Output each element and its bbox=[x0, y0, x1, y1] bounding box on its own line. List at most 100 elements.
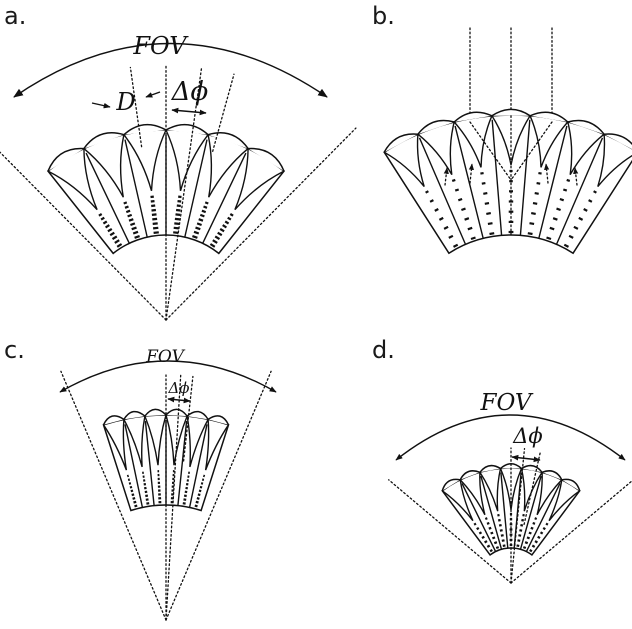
lens-facet bbox=[521, 464, 543, 473]
lens-facet bbox=[144, 408, 167, 417]
lens-facet bbox=[541, 470, 563, 481]
panel-d-annotations: FOV Δϕ bbox=[395, 390, 626, 463]
rhabdom-segment bbox=[198, 218, 204, 222]
rhabdom-segment bbox=[229, 213, 234, 217]
rhabdom-segment bbox=[151, 208, 157, 212]
rhabdom-segment bbox=[524, 541, 529, 545]
d-arrow-left bbox=[91, 102, 111, 109]
rhabdom-segment bbox=[464, 217, 470, 221]
fov-label-d: FOV bbox=[479, 390, 533, 416]
rhabdom-segment bbox=[529, 222, 535, 225]
crystalline-cone bbox=[144, 414, 167, 466]
panel-b-light-rays bbox=[469, 27, 553, 123]
ommatidium-wall bbox=[538, 125, 568, 239]
rhabdom-segment bbox=[194, 504, 198, 508]
dphi-arrow-a bbox=[171, 107, 207, 116]
rhabdom-segment bbox=[196, 222, 202, 227]
ommatidium-wall bbox=[519, 119, 531, 236]
rhabdom-segment bbox=[134, 235, 140, 239]
rhabdom-segment bbox=[461, 207, 466, 212]
ommatidium-wall bbox=[454, 125, 484, 239]
rhabdom-segment bbox=[562, 188, 568, 192]
crystalline-cone bbox=[441, 479, 474, 522]
rhabdom-segment bbox=[130, 222, 136, 227]
crystalline-cone bbox=[204, 419, 230, 471]
crystalline-cone bbox=[47, 148, 98, 211]
rhabdom-segment bbox=[489, 232, 495, 236]
rhabdom-segment bbox=[429, 199, 434, 203]
ommatidium-wall bbox=[491, 119, 503, 236]
rhabdom-segment bbox=[566, 178, 571, 182]
rhabdom-segment bbox=[174, 217, 180, 221]
rhabdom-segment bbox=[483, 192, 488, 195]
rhabdom-segment bbox=[531, 212, 536, 215]
rhabdom-segment bbox=[559, 197, 565, 202]
rhabdom-segment bbox=[495, 546, 500, 550]
rhabdom-segment bbox=[542, 526, 546, 531]
fov-label-c: FOV bbox=[145, 347, 185, 367]
fov-arc-d bbox=[395, 414, 626, 461]
rhabdom-segment bbox=[132, 230, 139, 235]
dphi-label-c: Δϕ bbox=[167, 379, 189, 397]
rhabdom-segment bbox=[538, 172, 542, 175]
rhabdom-segment bbox=[516, 544, 520, 547]
rhabdom-segment bbox=[203, 205, 208, 209]
rhabdom-segment bbox=[132, 497, 136, 500]
rhabdom-segment bbox=[476, 526, 480, 531]
rhabdom-segment bbox=[448, 234, 454, 239]
rhabdom-segment bbox=[593, 190, 597, 194]
lens-facet bbox=[207, 132, 249, 150]
rhabdom-segment bbox=[175, 213, 181, 216]
optical-axis bbox=[129, 66, 143, 148]
lens-facet bbox=[567, 119, 605, 135]
rhabdom-segment bbox=[151, 213, 157, 216]
rhabdom-segment bbox=[152, 217, 158, 221]
panel-a-annotations: FOV D Δϕ bbox=[13, 32, 328, 116]
rhabdom-segment bbox=[545, 522, 549, 526]
rhabdom-segment bbox=[201, 209, 207, 214]
ommatidium-wall bbox=[124, 139, 148, 238]
rhabdom-segment bbox=[500, 534, 504, 537]
rhabdom-segment bbox=[125, 209, 131, 214]
rhabdom-segment bbox=[195, 226, 201, 231]
rhabdom-segment bbox=[534, 540, 538, 544]
upward-arrow bbox=[573, 167, 579, 186]
lens-facet bbox=[561, 478, 581, 492]
crystalline-cone bbox=[529, 115, 569, 168]
crystalline-cone bbox=[123, 129, 167, 191]
rhabdom-segment bbox=[443, 225, 449, 230]
rhabdom-segment bbox=[222, 224, 227, 229]
rhabdom-segment bbox=[434, 208, 439, 212]
lens-facet bbox=[165, 123, 209, 136]
rhabdom-segment bbox=[212, 239, 218, 244]
rhabdom-segment bbox=[501, 539, 505, 542]
rhabdom-segment bbox=[519, 529, 523, 532]
optical-axis bbox=[165, 370, 272, 621]
rhabdom-segment bbox=[522, 546, 527, 550]
ommatidium-wall bbox=[480, 475, 503, 550]
rhabdom-segment bbox=[532, 521, 536, 525]
optical-axis bbox=[60, 370, 167, 621]
crystalline-cone bbox=[83, 134, 125, 198]
rhabdom-segment bbox=[521, 518, 525, 522]
crystalline-cone bbox=[453, 115, 493, 168]
rhabdom-segment bbox=[520, 524, 524, 527]
lens-facet bbox=[529, 111, 569, 123]
rhabdom-segment bbox=[486, 212, 491, 215]
crystalline-cone bbox=[123, 415, 146, 468]
rhabdom-segment bbox=[481, 182, 486, 185]
ommatidium-wall bbox=[418, 137, 467, 245]
rhabdom-segment bbox=[486, 521, 490, 525]
eye-panel-c bbox=[60, 370, 272, 621]
rhabdom-segment bbox=[487, 222, 493, 225]
optical-axis bbox=[510, 480, 632, 584]
eye-panel-d bbox=[388, 447, 632, 584]
rhabdom-segment bbox=[493, 541, 498, 545]
d-label-a: D bbox=[115, 88, 135, 116]
rhabdom-segment bbox=[488, 526, 492, 530]
rhabdom-segment bbox=[534, 192, 539, 195]
rhabdom-segment bbox=[583, 208, 588, 212]
panel-label-d: d. bbox=[372, 336, 395, 364]
rhabdom-segment bbox=[527, 232, 533, 236]
panel-label-b: b. bbox=[372, 2, 395, 30]
